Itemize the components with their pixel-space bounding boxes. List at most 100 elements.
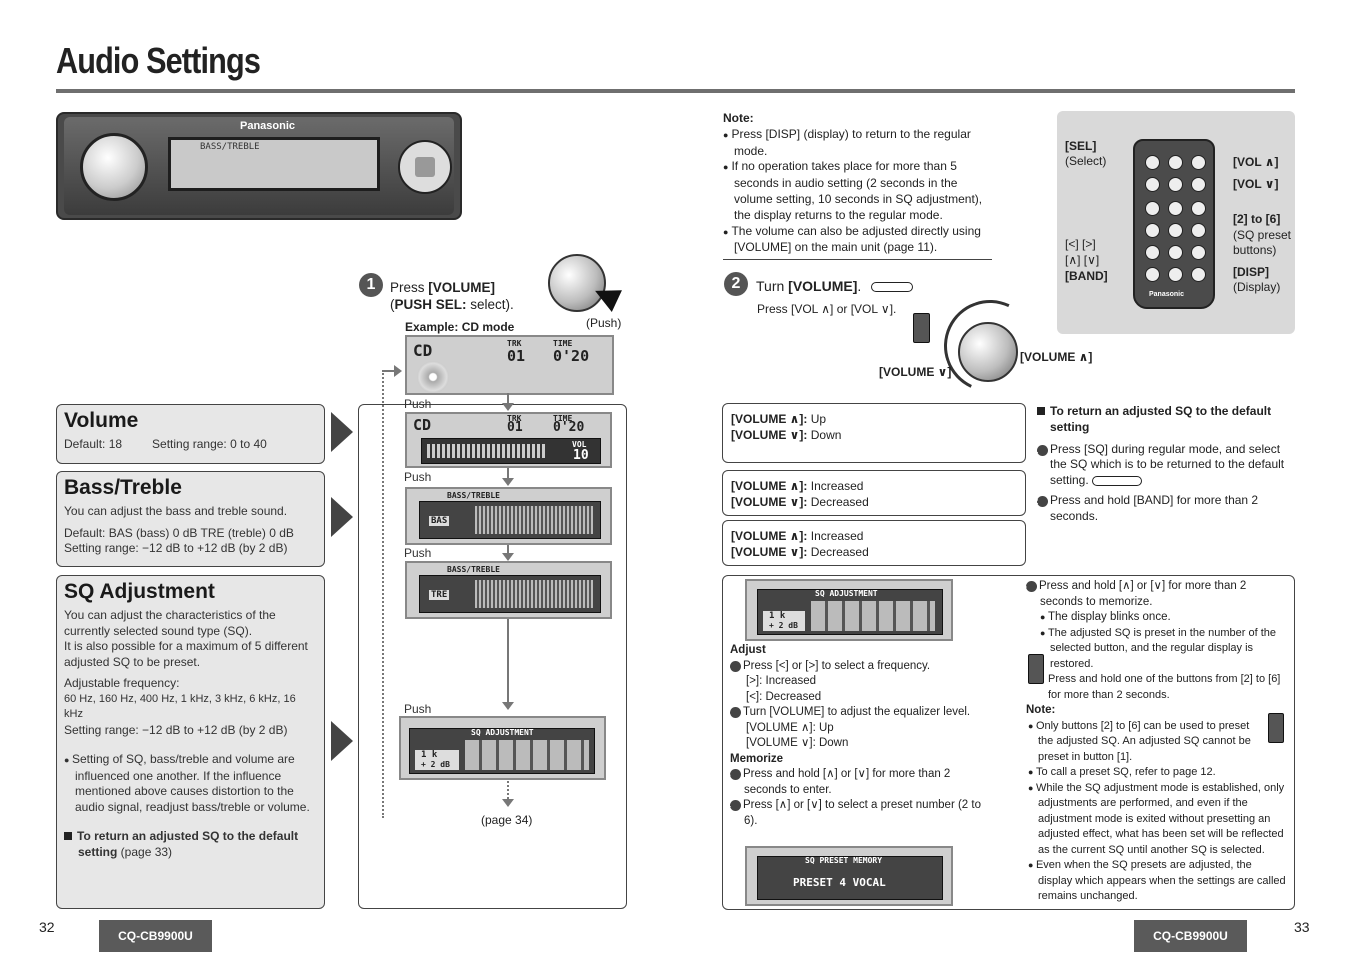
model-tag-right: CQ-CB9900U xyxy=(1134,920,1247,952)
model-tag-left: CQ-CB9900U xyxy=(99,920,212,952)
note-item: The volume can also be adjusted directly… xyxy=(723,224,985,257)
page-number-right: 33 xyxy=(1294,919,1310,935)
flow-arrow-icon xyxy=(502,478,514,486)
bass-treble-box: Bass/Treble You can adjust the bass and … xyxy=(56,471,325,567)
sq-bullet: ● Setting of SQ, bass/treble and volume … xyxy=(64,752,310,814)
sq-desc1: You can adjust the characteristics of th… xyxy=(64,608,276,638)
volume-dial-icon xyxy=(958,322,1018,382)
example-caption: Example: CD mode xyxy=(405,320,515,334)
sq-desc2: It is also possible for a maximum of 5 d… xyxy=(64,639,308,669)
volume-display: CD TRK 01 TIME 0'20 VOL 10 xyxy=(405,412,612,468)
bass-treble-default: Default: BAS (bass) 0 dB TRE (treble) 0 … xyxy=(64,525,294,540)
page34-ref: (page 34) xyxy=(481,813,533,827)
note-title: Note: xyxy=(723,111,754,125)
flow-arrow-icon xyxy=(502,553,514,561)
volume-arrow-icon xyxy=(331,412,353,452)
volume-up-label: [VOLUME ∧] xyxy=(1020,350,1093,364)
step2-remote-text: Press [VOL ∧] or [VOL ∨]. xyxy=(757,302,897,316)
remote-arrows-lr: [<] [>] xyxy=(1065,237,1096,251)
volume-value: 10 xyxy=(573,448,589,463)
volume-title: Volume xyxy=(64,409,139,432)
flow-line-dotted xyxy=(507,781,509,799)
remote-preset: [2] to [6] xyxy=(1233,212,1281,226)
remote-disp-sub: (Display) xyxy=(1233,280,1281,294)
step1-number: 1 xyxy=(359,273,383,297)
push-label-4: Push xyxy=(404,702,432,716)
step1-text: Press [VOLUME] (PUSH SEL: select). xyxy=(390,280,514,312)
flow-line xyxy=(507,545,509,557)
sq-adjustment-box: SQ Adjustment You can adjust the charact… xyxy=(56,575,325,909)
page-title: Audio Settings xyxy=(56,40,261,81)
remote-sel-sub: (Select) xyxy=(1065,154,1107,168)
sq-adjust-lcd: SQ ADJUSTMENT 1 k + 2 dB xyxy=(745,579,953,641)
remote-preset-sub1: (SQ preset xyxy=(1233,228,1292,242)
flow-arrow-icon xyxy=(502,403,514,411)
note-divider xyxy=(723,259,992,260)
head-unit-lcd-text: BASS/TREBLE xyxy=(200,142,260,152)
bass-result-box: [VOLUME ∧]: Increased [VOLUME ∨]: Decrea… xyxy=(722,470,1026,516)
return-line-top xyxy=(382,370,396,372)
volume-range: Setting range: 0 to 40 xyxy=(152,437,267,451)
bass-treble-title: Bass/Treble xyxy=(64,476,182,499)
remote-control-image: Panasonic xyxy=(1133,139,1215,309)
cd-time: 0'20 xyxy=(553,347,590,365)
push-label-1: Push xyxy=(404,397,432,411)
treble-display: BASS/TREBLE TRE xyxy=(405,561,612,619)
sq-range: Setting range: −12 dB to +12 dB (by 2 dB… xyxy=(64,722,288,737)
return-line xyxy=(382,370,384,818)
step2-number: 2 xyxy=(724,272,748,296)
title-divider xyxy=(56,89,1295,93)
sq-freq-label: Adjustable frequency: xyxy=(64,676,180,690)
display-flow-box xyxy=(358,404,627,909)
return-arrow-icon xyxy=(394,365,402,377)
page-number-left: 32 xyxy=(39,919,55,935)
sq-adjust-display: SQ ADJUSTMENT 1 k + 2 dB xyxy=(399,716,606,780)
head-unit-brand: Panasonic xyxy=(240,120,296,132)
volume-knob-icon xyxy=(80,133,148,201)
sq-arrow-icon xyxy=(331,721,353,761)
flow-line xyxy=(507,393,509,407)
flow-line xyxy=(507,468,509,482)
remote-preset-sub2: buttons) xyxy=(1233,243,1277,257)
remote-icon xyxy=(871,282,914,293)
sq-title: SQ Adjustment xyxy=(64,580,215,603)
step2-text: Turn [VOLUME]. xyxy=(756,278,914,294)
bass-treble-range: Setting range: −12 dB to +12 dB (by 2 dB… xyxy=(64,541,288,555)
bas-label: BAS xyxy=(429,516,450,526)
remote-small-icon xyxy=(1268,713,1284,743)
cd-track: 01 xyxy=(507,347,526,365)
volume-result-box: [VOLUME ∧]: Up [VOLUME ∨]: Down xyxy=(722,403,1026,463)
cd-mode-display: CD TRK 01 TIME 0'20 xyxy=(405,335,614,395)
note-item: Press [DISP] (display) to return to the … xyxy=(723,127,985,160)
note-block: Note: Press [DISP] (display) to return t… xyxy=(723,111,985,256)
sq-return-ref: To return an adjusted SQ to the default … xyxy=(64,829,317,860)
sq-freq: 60 Hz, 160 Hz, 400 Hz, 1 kHz, 3 kHz, 6 k… xyxy=(64,692,296,721)
remote-small-icon xyxy=(1028,654,1044,684)
push-label-3: Push xyxy=(404,546,432,560)
volume-down-label: [VOLUME ∨] xyxy=(879,365,952,379)
bass-display: BASS/TREBLE BAS xyxy=(405,487,612,545)
treble-result-box: [VOLUME ∧]: Increased [VOLUME ∨]: Decrea… xyxy=(722,520,1026,566)
flow-line xyxy=(507,619,509,703)
volume-default: Default: 18 xyxy=(64,437,123,451)
head-unit-dpad-center xyxy=(415,157,435,177)
push-label-2: Push xyxy=(404,470,432,484)
remote-sel-label: [SEL] xyxy=(1065,139,1097,153)
bass-treble-desc: You can adjust the bass and treble sound… xyxy=(64,504,288,518)
remote-disp: [DISP] xyxy=(1233,265,1269,279)
remote-arrows-ud: [∧] [∨] xyxy=(1065,253,1100,267)
rotate-arc-icon xyxy=(931,287,1049,405)
remote-vol-up: [VOL ∧] xyxy=(1233,155,1279,169)
sq-adjust-box xyxy=(722,575,1295,910)
remote-band: [BAND] xyxy=(1065,269,1108,283)
flow-arrow-icon xyxy=(502,702,514,710)
note-item: If no operation takes place for more tha… xyxy=(723,159,985,223)
flow-arrow-icon xyxy=(502,799,514,807)
push-knob-icon xyxy=(548,254,606,312)
head-unit-lcd xyxy=(168,137,380,191)
push-caption: (Push) xyxy=(586,316,622,330)
